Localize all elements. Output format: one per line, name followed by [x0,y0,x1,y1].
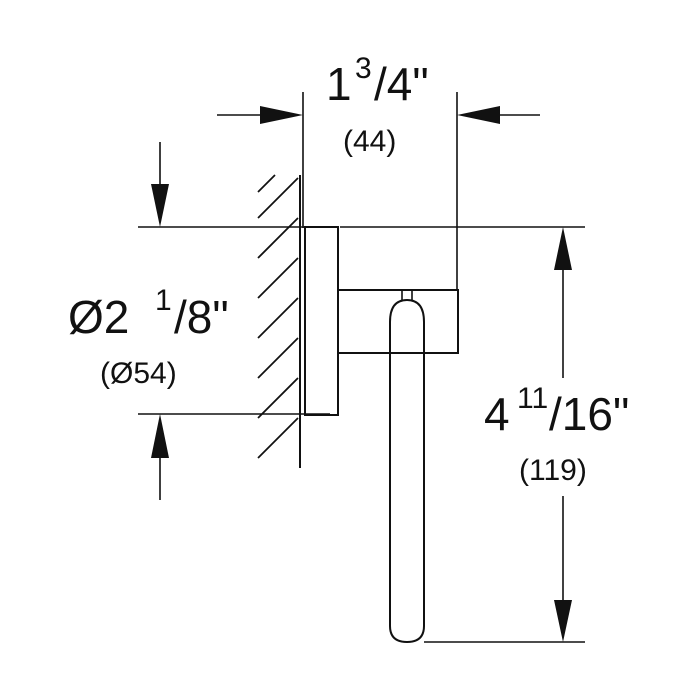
arrow-up-icon [554,227,572,270]
arrow-down-icon [554,600,572,642]
height-label: 4 11 /16" (119) [484,382,629,487]
mounting-arm [337,289,459,354]
projection-whole: 1 [326,58,352,110]
diameter-whole: Ø2 [68,291,129,343]
projection-fraction-numerator: 3 [355,52,372,85]
arrow-down-icon [151,184,169,227]
diameter-fraction-numerator: 1 [155,284,172,317]
projection-metric: (44) [343,125,396,158]
diameter-dimension-lines [138,142,330,500]
projection-fraction-denominator: /4" [374,58,429,110]
height-fraction-numerator: 11 [517,382,548,415]
height-whole: 4 [484,388,510,440]
diameter-label: Ø2 1 /8" (Ø54) [68,284,229,390]
product-outline [304,226,459,644]
arrow-left-icon [457,106,500,124]
projection-dimension-lines [217,92,540,290]
arrow-right-icon [260,106,303,124]
wall-rosette [304,226,339,416]
diameter-metric: (Ø54) [100,357,177,390]
wall [257,174,301,468]
diameter-fraction-denominator: /8" [174,291,229,343]
hook-bar [389,298,425,644]
wall-hatching [257,174,299,459]
projection-label: 1 3 /4" (44) [326,52,429,158]
arrow-up-icon [151,414,169,458]
height-fraction-denominator: /16" [549,388,629,440]
height-dimension-lines [340,226,585,643]
height-metric: (119) [519,454,587,487]
